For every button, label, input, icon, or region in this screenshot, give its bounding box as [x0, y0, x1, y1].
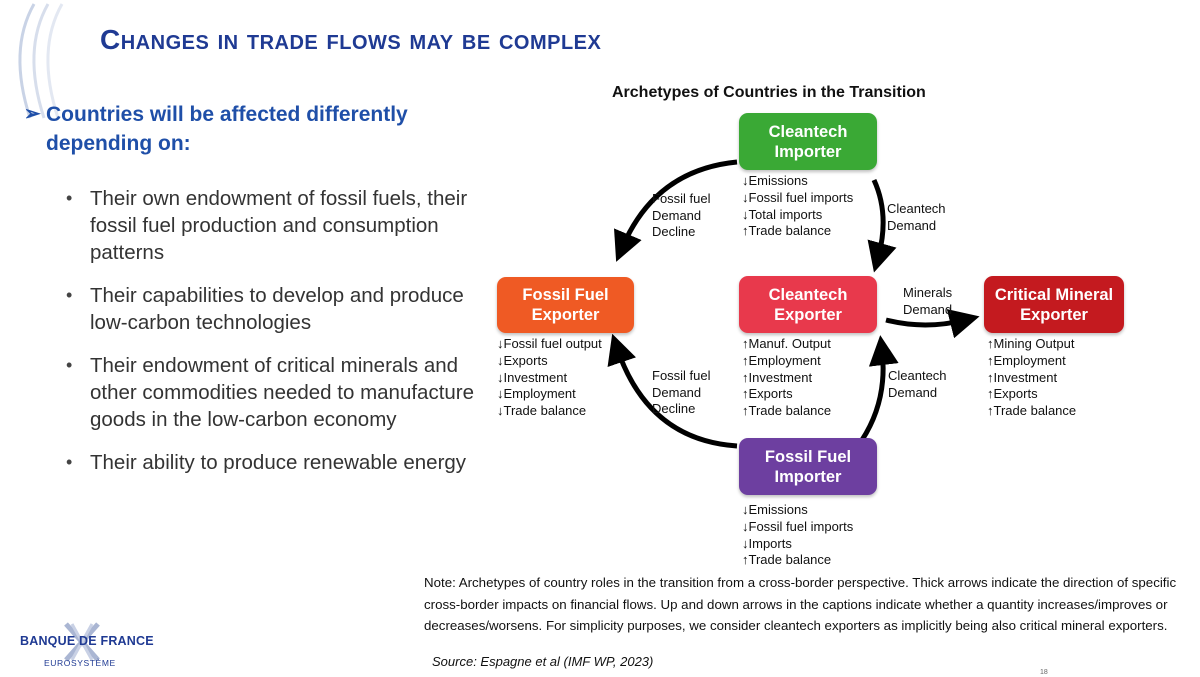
caption-line: ↑Exports	[987, 386, 1038, 402]
arrow-label-bottom-right: Cleantech Demand	[888, 368, 947, 401]
caption-line: ↓Fossil fuel imports	[742, 189, 854, 205]
box-label-line1: Cleantech	[768, 285, 848, 304]
bullet-text: Their capabilities to develop and produc…	[90, 284, 464, 334]
arrow-label-bottom-left: Fossil fuel Demand Decline	[652, 368, 711, 418]
box-label-line1: Fossil Fuel	[522, 286, 609, 304]
arrow-label-line: Demand	[903, 301, 953, 317]
arrow-label-top-left: Fossil fuel Demand Decline	[652, 191, 711, 241]
arrow-label-line: Cleantech	[888, 368, 947, 383]
arrow-label-minerals: Minerals Demand	[903, 285, 952, 318]
arrow-label-line: Decline	[652, 224, 696, 239]
arrow-label-line: Cleantech	[887, 201, 946, 216]
caption-line: ↓Imports	[742, 535, 792, 551]
slide-title: Changes in trade flows may be complex	[100, 24, 602, 55]
arrow-label-line: Demand	[887, 217, 937, 233]
caption-line: ↑Trade balance	[742, 223, 832, 239]
arrow-label-line: Minerals	[903, 285, 953, 300]
arrow-label-line: Fossil fuel	[652, 368, 711, 383]
caption-line: ↑Trade balance	[742, 552, 832, 568]
caption-line: ↑Employment	[742, 352, 821, 368]
caption-line: ↑Trade balance	[742, 403, 832, 419]
bullet-list: • Their own endowment of fossil fuels, th…	[64, 185, 484, 492]
box-label-line2: Exporter	[1020, 305, 1088, 324]
bullet-dot: •	[66, 452, 73, 472]
bullet-text: Their ability to produce renewable energ…	[90, 451, 467, 474]
arrow-label-line: Demand	[652, 384, 702, 400]
bullet-item: • Their own endowment of fossil fuels, th…	[64, 185, 484, 266]
bullet-item: • Their ability to produce renewable ener…	[64, 449, 484, 476]
arrow-bullet-icon: ➢	[24, 103, 41, 125]
caption-line: ↓Fossil fuel output	[497, 336, 602, 351]
caption-line: ↑Employment	[987, 352, 1066, 368]
box-cleantech-exporter: Cleantech Exporter	[739, 276, 877, 333]
caption-cleantech-importer: ↓Emissions ↓Fossil fuel imports ↓Total i…	[742, 173, 853, 240]
caption-line: ↑Mining Output	[987, 336, 1075, 351]
logo-subtitle: EUROSYSTÈME	[44, 658, 116, 668]
bullet-text: Their endowment of critical minerals and…	[90, 354, 475, 431]
caption-critical-mineral-exporter: ↑Mining Output ↑Employment ↑Investment ↑…	[987, 336, 1076, 420]
caption-cleantech-exporter: ↑Manuf. Output ↑Employment ↑Investment ↑…	[742, 336, 831, 420]
box-label-line2: Exporter	[774, 305, 842, 324]
caption-line: ↑Investment	[742, 369, 813, 385]
caption-line: ↓Trade balance	[497, 403, 587, 419]
bullet-item: • Their capabilities to develop and produ…	[64, 282, 484, 336]
bullet-dot: •	[66, 355, 73, 375]
lead-statement: ➢ Countries will be affected differently…	[24, 100, 464, 158]
bullet-dot: •	[66, 188, 73, 208]
box-fossil-fuel-importer: Fossil Fuel Importer	[739, 438, 877, 495]
box-label-line2: Exporter	[531, 306, 600, 324]
caption-line: ↓Emissions	[742, 502, 808, 517]
arrow-label-line: Demand	[652, 207, 702, 223]
caption-line: ↓Emissions	[742, 173, 808, 188]
arrow-minerals-demand	[885, 309, 980, 339]
logo-mark-icon	[64, 622, 100, 662]
bullet-text: Their own endowment of fossil fuels, the…	[90, 187, 468, 264]
caption-line: ↑Manuf. Output	[742, 336, 831, 351]
box-label-line1: Cleantech	[768, 122, 848, 141]
arrow-label-line: Decline	[652, 401, 696, 416]
caption-line: ↓Total imports	[742, 206, 823, 222]
arrow-label-line: Fossil fuel	[652, 191, 711, 206]
figure-source: Source: Espagne et al (IMF WP, 2023)	[432, 654, 654, 669]
caption-line: ↑Exports	[742, 386, 793, 402]
bullet-item: • Their endowment of critical minerals an…	[64, 352, 484, 433]
caption-fossil-fuel-exporter: ↓Fossil fuel output ↓Exports ↓Investment…	[497, 336, 602, 420]
box-label-line1: Fossil Fuel	[764, 447, 852, 466]
logo-name: BANQUE DE FRANCE	[20, 634, 154, 648]
decorative-arcs	[18, 3, 64, 119]
arrow-label-top-right: Cleantech Demand	[887, 201, 946, 234]
box-cleantech-importer: Cleantech Importer	[739, 113, 877, 170]
box-fossil-fuel-exporter: Fossil Fuel Exporter	[497, 277, 634, 333]
box-label-line1: Critical Mineral	[994, 285, 1114, 304]
arrow-cleantech-demand-bottom	[859, 335, 899, 442]
lead-text: Countries will be affected differently d…	[46, 103, 408, 155]
caption-line: ↑Trade balance	[987, 403, 1077, 419]
box-critical-mineral-exporter: Critical Mineral Exporter	[984, 276, 1124, 333]
caption-line: ↓Employment	[497, 386, 576, 402]
caption-line: ↓Exports	[497, 352, 548, 368]
box-label-line2: Importer	[774, 142, 842, 161]
box-label-line2: Importer	[774, 467, 842, 486]
arrow-label-line: Demand	[888, 384, 938, 400]
caption-line: ↓Investment	[497, 369, 568, 385]
caption-line: ↑Investment	[987, 369, 1058, 385]
diagram-title: Archetypes of Countries in the Transitio…	[612, 84, 926, 101]
caption-fossil-fuel-importer: ↓Emissions ↓Fossil fuel imports ↓Imports…	[742, 502, 853, 569]
bullet-dot: •	[66, 285, 73, 305]
caption-line: ↓Fossil fuel imports	[742, 518, 854, 534]
banque-de-france-logo: BANQUE DE FRANCE EUROSYSTÈME	[20, 622, 154, 672]
arrow-cleantech-demand-top	[867, 178, 897, 273]
figure-note: Note: Archetypes of country roles in the…	[424, 575, 1177, 633]
page-number: 18	[1040, 669, 1048, 676]
